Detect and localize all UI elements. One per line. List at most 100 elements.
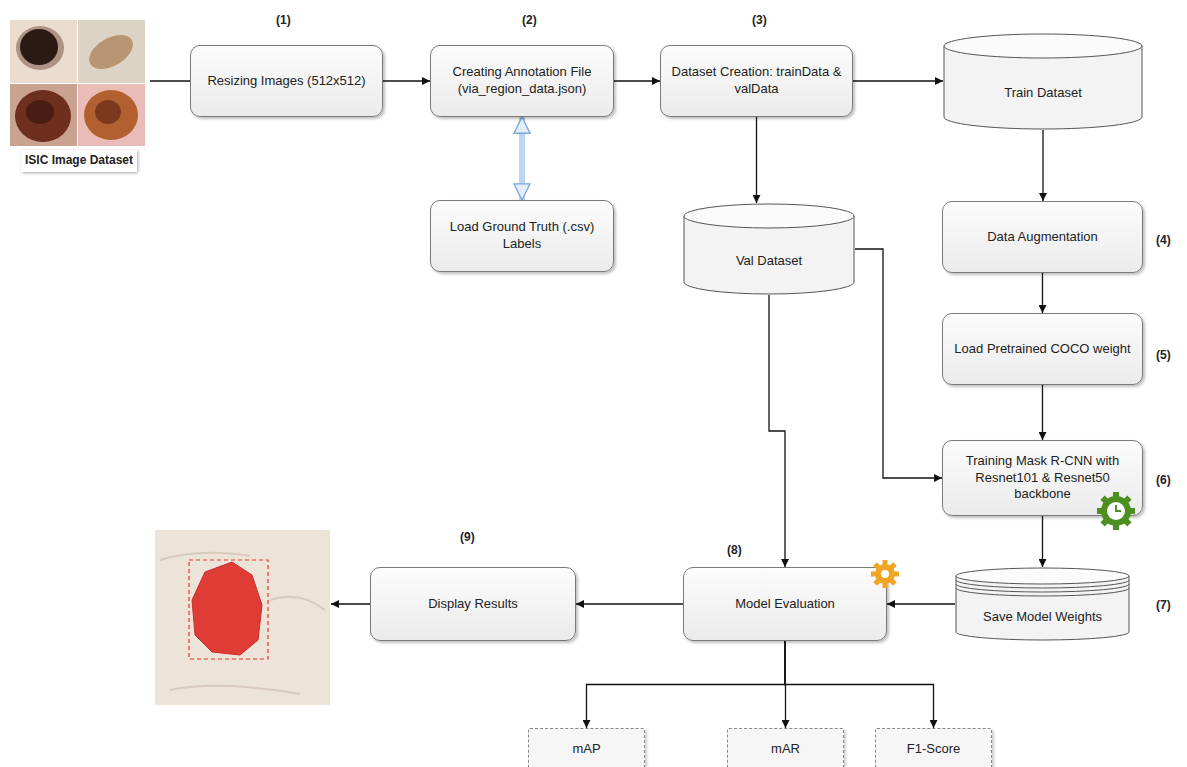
- lesion: [20, 29, 58, 65]
- text-holder: Save Model Weights: [955, 609, 1130, 626]
- lesion-thumbnails: [10, 20, 145, 146]
- node-text: ISIC Image Dataset: [21, 150, 137, 172]
- node-text: Save Model Weights: [965, 609, 1120, 626]
- result-image: [155, 530, 330, 705]
- timer-gear-icon: [1097, 492, 1135, 530]
- database-cylinder: Train Dataset: [943, 33, 1143, 130]
- process-box: Model Evaluation: [683, 567, 887, 641]
- cylinder-outline: [955, 567, 1130, 641]
- node-text: Train Dataset: [953, 85, 1133, 102]
- callout-number: (2): [522, 13, 537, 27]
- lesion-core: [26, 100, 54, 124]
- metric-box: mAR: [727, 728, 844, 767]
- node-text: Load Pretrained COCO weight: [953, 341, 1132, 358]
- process-box: Resizing Images (512x512): [190, 45, 383, 117]
- process-box: Load Ground Truth (.csv) Labels: [430, 200, 614, 272]
- metric-box: F1-Score: [875, 728, 992, 767]
- connector: [756, 117, 757, 203]
- text-holder: Resizing Images (512x512): [191, 73, 382, 90]
- stack-ring: [956, 584, 1129, 592]
- callout-number: (6): [1156, 473, 1171, 487]
- callout-number: (9): [460, 530, 475, 544]
- callout-number: (7): [1156, 598, 1171, 612]
- settings-gear-icon: [871, 560, 899, 588]
- clock-hands: [1116, 505, 1121, 511]
- lesion-halo: [16, 26, 64, 70]
- lesion: [84, 90, 138, 140]
- connector: [150, 80, 190, 81]
- gear-body: [875, 564, 895, 584]
- connector: [576, 603, 683, 604]
- skin-texture: [160, 553, 325, 694]
- connector: [769, 295, 785, 567]
- connector: [1042, 130, 1043, 201]
- connector: [614, 80, 660, 81]
- node-text: Data Augmentation: [953, 229, 1132, 246]
- connector: [853, 80, 943, 81]
- text-holder: Load Pretrained COCO weight: [943, 341, 1142, 358]
- lesion: [83, 28, 139, 76]
- node-text: mAP: [539, 741, 634, 758]
- callout-number: (3): [752, 13, 767, 27]
- text-holder: mAR: [728, 741, 843, 758]
- text-holder: Creating Annotation File (via_region_dat…: [431, 64, 613, 98]
- node-text: mAR: [738, 741, 833, 758]
- callout-number: (8): [727, 543, 742, 557]
- text-holder: Dataset Creation: trainData & valData: [661, 64, 852, 98]
- gear-hole: [881, 570, 889, 578]
- result-arrow: [331, 603, 370, 604]
- gear-teeth: [871, 560, 899, 588]
- node-text: Val Dataset: [693, 253, 845, 270]
- dataset-source: ISIC Image Dataset: [8, 18, 150, 172]
- connector: [383, 80, 430, 81]
- cylinder-body: [956, 576, 1129, 640]
- database-cylinder: Val Dataset: [683, 203, 855, 295]
- callout-number: (5): [1156, 348, 1171, 362]
- text-holder: Model Evaluation: [684, 596, 886, 613]
- connector: [1042, 385, 1043, 440]
- text-holder: Training Mask R-CNN with Resnet101 & Res…: [943, 453, 1142, 504]
- text-holder: Display Results: [371, 596, 575, 613]
- cylinder-top: [684, 204, 854, 228]
- text-holder: mAP: [529, 741, 644, 758]
- clock-face: [1107, 502, 1125, 520]
- skin-thumbnail: [10, 84, 77, 146]
- skin-thumbnail: [78, 20, 145, 83]
- text-holder: Train Dataset: [943, 85, 1143, 102]
- cylinder-outline: [683, 203, 855, 295]
- text-holder: Load Ground Truth (.csv) Labels: [431, 219, 613, 253]
- process-box: Load Pretrained COCO weight: [942, 313, 1143, 385]
- callout-number: (4): [1156, 233, 1171, 247]
- skin-thumbnail: [10, 20, 77, 83]
- storage-stack: Save Model Weights: [955, 567, 1130, 641]
- process-box: Training Mask R-CNN with Resnet101 & Res…: [942, 440, 1143, 516]
- bounding-box: [189, 560, 268, 659]
- cylinder-top: [956, 568, 1129, 584]
- process-box: Data Augmentation: [942, 201, 1143, 273]
- text-holder: F1-Score: [876, 741, 991, 758]
- lesion: [15, 90, 71, 142]
- process-box: Creating Annotation File (via_region_dat…: [430, 45, 614, 117]
- cylinder-outline: [943, 33, 1143, 130]
- text-holder: Val Dataset: [683, 253, 855, 270]
- skin-thumbnail: [78, 84, 145, 146]
- gear-body: [1101, 496, 1131, 526]
- connector: [785, 641, 934, 728]
- metric-box: mAP: [528, 728, 645, 767]
- node-text: Load Ground Truth (.csv) Labels: [441, 219, 603, 253]
- connector: [855, 249, 942, 478]
- node-text: Display Results: [381, 596, 565, 613]
- node-text: Dataset Creation: trainData & valData: [671, 64, 842, 98]
- callout-number: (1): [276, 13, 291, 27]
- process-box: Display Results: [370, 567, 576, 641]
- skin-photo: [155, 530, 330, 705]
- stack-ring: [956, 588, 1129, 596]
- node-text: F1-Score: [886, 741, 981, 758]
- lesion-core: [95, 100, 121, 124]
- connector: [587, 641, 786, 728]
- text-holder: ISIC Image Dataset: [8, 150, 150, 172]
- connector: [1042, 273, 1043, 313]
- text-holder: Data Augmentation: [943, 229, 1142, 246]
- node-text: Training Mask R-CNN with Resnet101 & Res…: [953, 453, 1132, 504]
